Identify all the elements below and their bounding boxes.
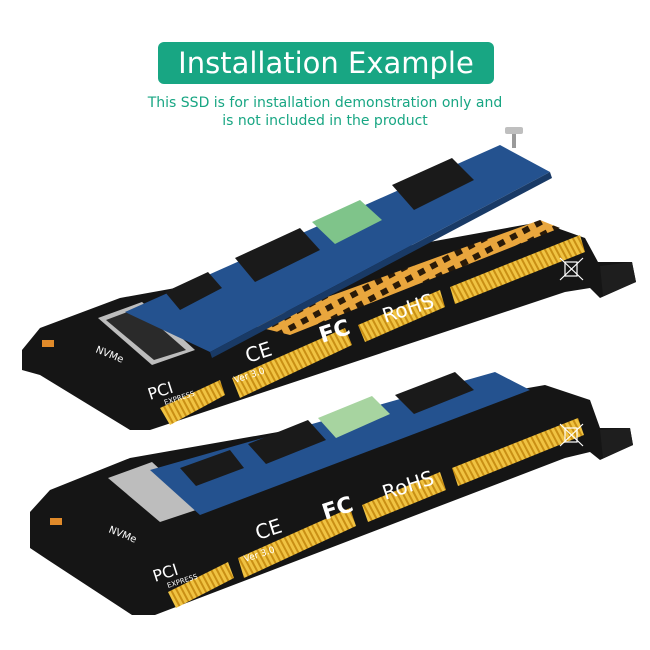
weee-bin-icon [559,257,584,281]
pcie-adapter-card-top: NVMe CE FC RoHS PCI EXPRESS Ver 3.0 [22,220,636,430]
card-body [30,385,633,615]
page-title: Installation Example [178,46,474,80]
ssd-board-edge [210,172,552,358]
gold-fingers [168,562,234,608]
m2-connector [108,462,202,522]
ssd-chip [235,228,320,282]
gold-fingers [450,235,585,304]
ssd-board [150,372,530,515]
card-bracket-tab [600,262,636,296]
pcie-adapter-card-bottom: NVMe CE FC RoHS PCI EXPRESS Ver 3.0 [30,372,633,615]
gold-fingers [160,380,225,425]
disclaimer-line-2: is not included in the product [222,113,428,129]
led-component [50,518,62,525]
m2-ssd-top [125,127,552,358]
ssd-chip [395,372,474,414]
heatsink-plate [250,220,560,335]
ssd-chip [165,272,222,310]
installation-title-badge: Installation Example [158,42,494,84]
disclaimer-text: This SSD is for installation demonstrati… [100,94,550,130]
mounting-screw-head [505,127,523,134]
ssd-controller-chip [312,200,382,244]
ssd-chip [392,158,474,210]
ssd-board [125,145,550,352]
ssd-chip [180,450,244,486]
disclaimer-line-1: This SSD is for installation demonstrati… [147,95,503,111]
gold-fingers [362,472,446,522]
ssd-chip [248,420,326,464]
weee-bin-icon [559,423,584,447]
gold-fingers [452,418,584,486]
card-bracket-tab [600,428,633,458]
gold-fingers [238,508,356,578]
ssd-controller-chip [318,396,390,438]
led-component [42,340,54,347]
gold-fingers [358,290,445,342]
mounting-screw [512,132,516,148]
m2-connector-slot [106,308,186,360]
gold-fingers [232,328,352,398]
